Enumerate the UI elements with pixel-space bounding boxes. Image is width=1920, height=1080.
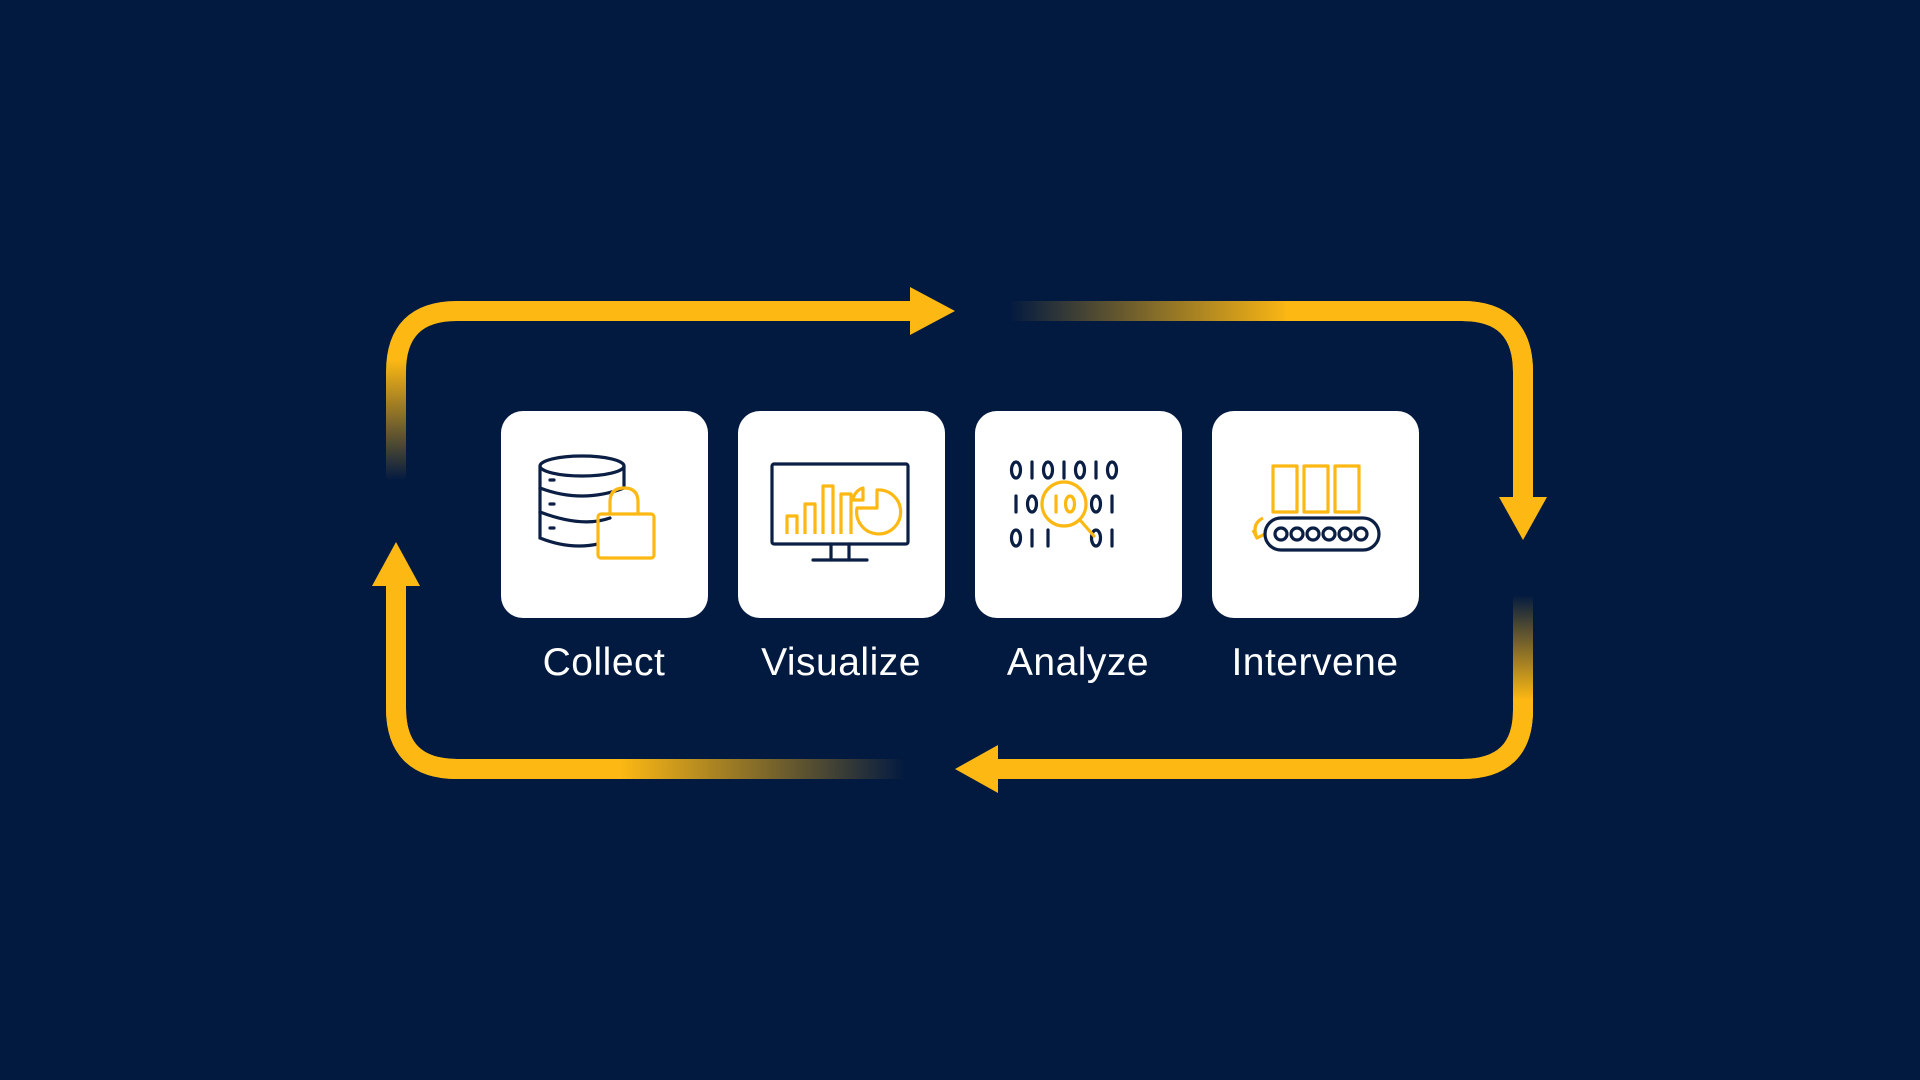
- step-card-visualize: [738, 411, 945, 618]
- loop-top-left-segment: [386, 301, 915, 480]
- step-label-intervene: Intervene: [1231, 641, 1399, 684]
- step-card-analyze: [975, 411, 1182, 618]
- arrow-right-icon: [910, 287, 955, 335]
- loop-right-straight: [1290, 301, 1533, 505]
- arrow-up-icon: [372, 542, 420, 586]
- step-card-intervene: [1212, 411, 1419, 618]
- loop-bottom-straight: [990, 700, 1533, 779]
- loop-left-straight: [386, 580, 620, 779]
- monitor-chart-icon: [769, 461, 910, 562]
- step-label-visualize: Visualize: [761, 641, 921, 684]
- binary-magnifier-icon: [1009, 459, 1118, 548]
- arrow-down-icon: [1499, 497, 1547, 540]
- arrow-left-icon: [955, 745, 998, 793]
- step-label-collect: Collect: [542, 641, 666, 684]
- database-lock-icon: [537, 453, 656, 560]
- step-label-analyze: Analyze: [1006, 641, 1150, 684]
- step-card-collect: [501, 411, 708, 618]
- conveyor-belt-icon: [1251, 463, 1381, 552]
